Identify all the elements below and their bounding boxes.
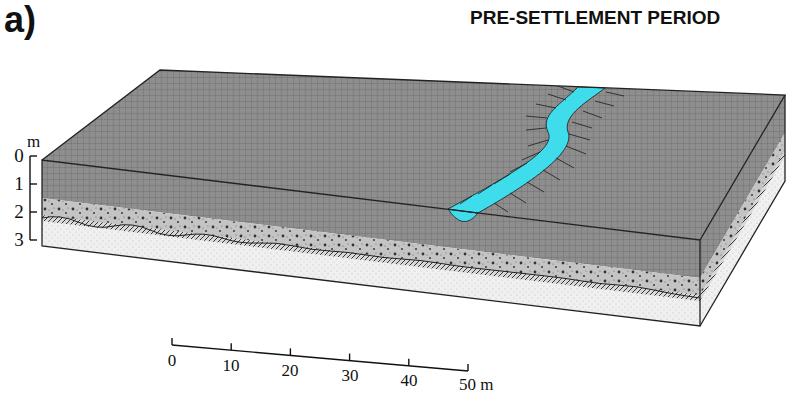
drawing-part	[30, 211, 37, 212]
scale-number: 0	[168, 352, 177, 369]
drawing-part	[566, 146, 586, 154]
drawing-part	[290, 348, 291, 355]
scale-number: 0	[14, 146, 24, 165]
drawing-part	[510, 163, 527, 172]
drawing-part	[30, 155, 37, 156]
vertical-scale	[30, 156, 37, 240]
scale-number: 30	[342, 367, 359, 384]
bank-hachures	[460, 86, 624, 212]
drawing-part	[172, 345, 468, 371]
drawing-part	[30, 183, 37, 184]
floodplain-surface	[42, 70, 785, 240]
unit-label: m	[27, 133, 40, 150]
drawing-part	[42, 70, 785, 326]
scale-number: 50 m	[459, 376, 493, 393]
drawing-part	[543, 170, 560, 180]
scale-number: 2	[14, 202, 24, 221]
drawing-part	[460, 196, 472, 204]
drawing-part	[30, 239, 37, 240]
panel-letter: a)	[4, 2, 36, 38]
scale-number: 3	[14, 230, 24, 249]
drawing-part	[527, 182, 544, 192]
drawing-part	[528, 140, 548, 146]
drawing-part	[583, 111, 602, 118]
stream-channel	[448, 87, 605, 213]
drawing-part	[408, 359, 409, 366]
drawing-part	[230, 343, 231, 350]
drawing-part	[29, 156, 30, 240]
drawing-part	[595, 101, 614, 106]
drawing-part	[526, 116, 547, 118]
scale-number: 1	[14, 174, 24, 193]
drawing-part	[494, 203, 508, 212]
drawing-part	[478, 185, 492, 194]
block-outline	[42, 70, 785, 326]
scale-number: 40	[401, 372, 418, 389]
drawing-part	[556, 158, 574, 168]
drawing-part	[510, 193, 526, 203]
drawing-part	[606, 92, 624, 96]
scale-number: 10	[223, 357, 240, 374]
horizontal-scale	[172, 338, 468, 371]
drawing-part	[522, 152, 540, 160]
scale-number: 20	[282, 362, 299, 379]
drawing-part	[548, 94, 566, 100]
diagram-title: PRE-SETTLEMENT PERIOD	[470, 8, 720, 27]
bedrock-layer	[42, 218, 700, 326]
drawing-part	[349, 354, 350, 361]
drawing-part	[572, 122, 592, 128]
drawing-part	[526, 128, 546, 130]
drawing-part	[467, 364, 468, 371]
drawing-part	[494, 174, 510, 184]
drawing-part	[171, 338, 172, 345]
drawing-part	[569, 134, 590, 140]
drawing-part	[700, 95, 785, 326]
drawing-part	[536, 104, 556, 108]
